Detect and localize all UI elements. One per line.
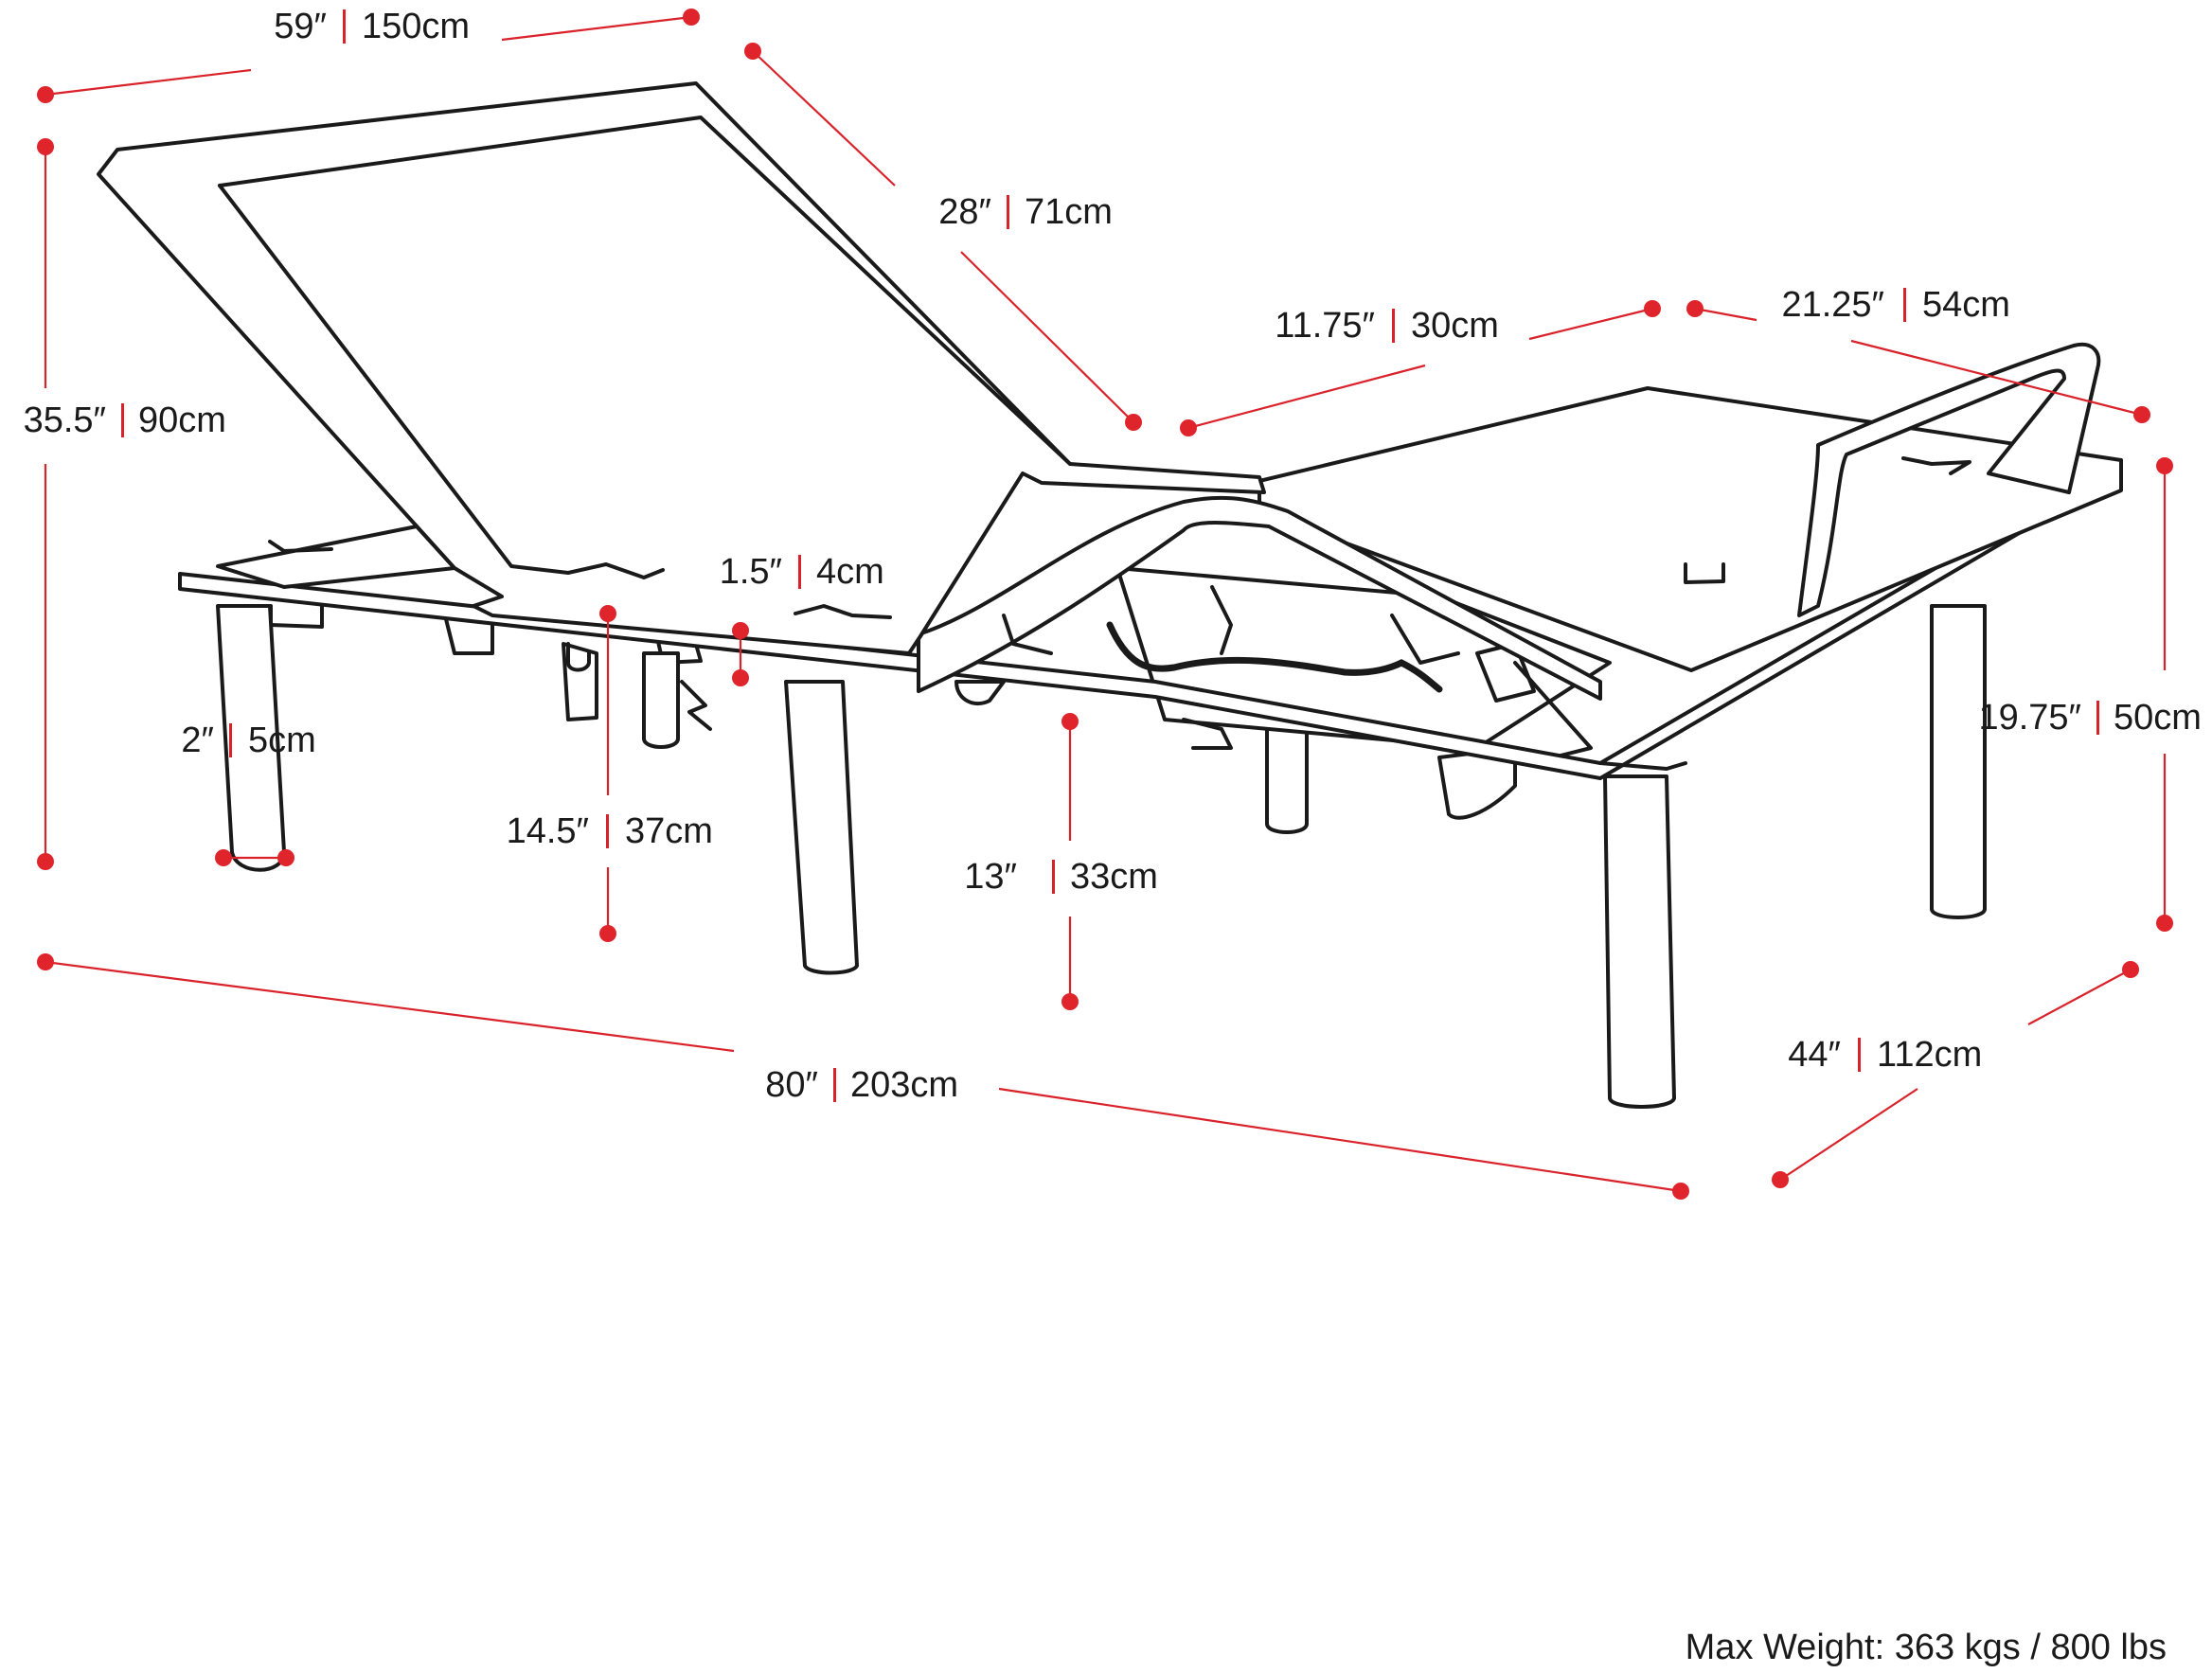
- svg-text:80″: 80″: [765, 1065, 818, 1105]
- svg-text:2″: 2″: [181, 721, 214, 760]
- label-raised-height: 35.5″ 90cm: [24, 400, 226, 440]
- svg-text:54cm: 54cm: [1922, 285, 2010, 325]
- svg-text:50cm: 50cm: [2114, 698, 2202, 738]
- dimension-labels: 59″ 150cm 28″ 71cm 11.75″ 30cm 21.25″ 54…: [24, 7, 2202, 1667]
- svg-text:28″: 28″: [938, 192, 991, 232]
- label-head-section: 28″ 71cm: [938, 192, 1113, 232]
- svg-text:13″: 13″: [964, 857, 1017, 897]
- adjustable-bed-illustration: [97, 81, 2123, 1109]
- max-weight-note: Max Weight: 363 kgs / 800 lbs: [1686, 1628, 2167, 1667]
- label-top-width: 59″ 150cm: [274, 7, 470, 46]
- svg-text:71cm: 71cm: [1025, 192, 1113, 232]
- svg-text:19.75″: 19.75″: [1978, 698, 2081, 738]
- label-seat-section: 11.75″ 30cm: [1275, 306, 1499, 346]
- label-thigh-section: 21.25″ 54cm: [1781, 285, 2009, 325]
- svg-text:203cm: 203cm: [850, 1065, 958, 1105]
- label-under-clearance: 13″ 33cm: [964, 857, 1158, 897]
- svg-text:5cm: 5cm: [248, 721, 316, 760]
- svg-text:21.25″: 21.25″: [1781, 285, 1884, 325]
- svg-text:59″: 59″: [274, 7, 327, 46]
- svg-text:30cm: 30cm: [1411, 306, 1499, 346]
- svg-text:1.5″: 1.5″: [720, 552, 782, 592]
- label-depth: 44″ 112cm: [1788, 1035, 1982, 1075]
- svg-text:37cm: 37cm: [625, 811, 713, 851]
- svg-text:35.5″: 35.5″: [24, 400, 106, 440]
- svg-text:44″: 44″: [1788, 1035, 1841, 1075]
- svg-text:150cm: 150cm: [362, 7, 470, 46]
- svg-text:11.75″: 11.75″: [1275, 306, 1375, 346]
- svg-text:14.5″: 14.5″: [507, 811, 589, 851]
- svg-text:4cm: 4cm: [816, 552, 884, 592]
- label-leg-diameter: 2″ 5cm: [181, 721, 315, 760]
- label-frame-thickness: 1.5″ 4cm: [720, 552, 884, 592]
- label-length: 80″ 203cm: [765, 1065, 958, 1105]
- svg-text:33cm: 33cm: [1070, 857, 1158, 897]
- dimension-lines: [37, 9, 2173, 1200]
- svg-text:90cm: 90cm: [138, 400, 226, 440]
- label-foot-height: 19.75″ 50cm: [1978, 698, 2201, 738]
- label-bed-height: 14.5″ 37cm: [507, 811, 713, 851]
- svg-text:112cm: 112cm: [1877, 1035, 1982, 1075]
